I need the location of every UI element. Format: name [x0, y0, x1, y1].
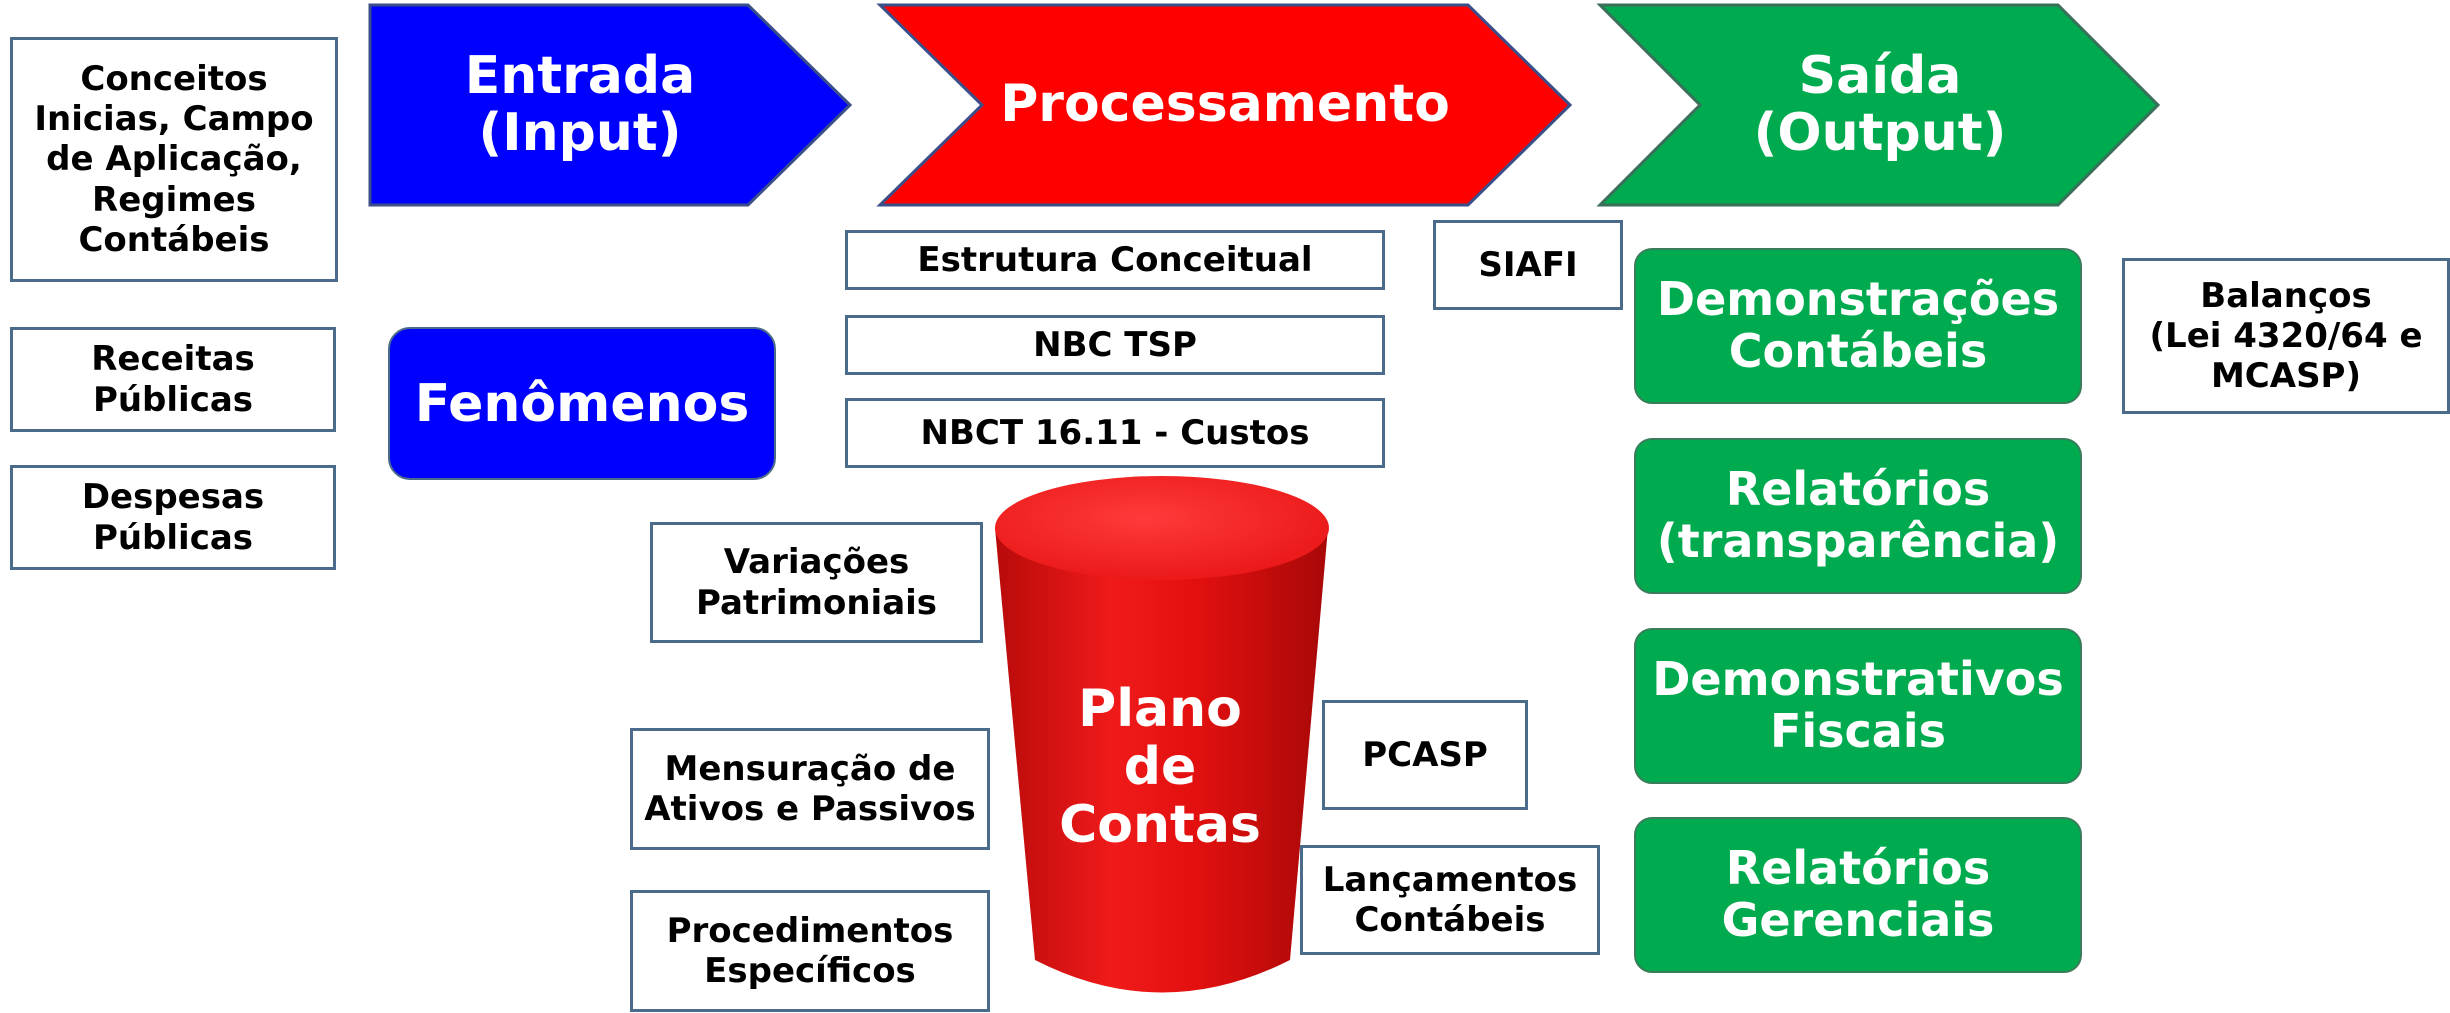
estrutura-conceitual-box: Estrutura Conceitual [845, 230, 1385, 290]
fenomenos-box: Fenômenos [388, 327, 776, 480]
processamento-label: Processamento [1000, 74, 1450, 135]
entrada-label: Entrada (Input) [464, 45, 696, 163]
demonstrativos-fiscais-box: Demonstrativos Fiscais [1634, 628, 2082, 784]
nbc-tsp-box: NBC TSP [845, 315, 1385, 375]
saida-label: Saída (Output) [1753, 45, 2007, 163]
relatorios-transparencia-box: Relatórios (transparência) [1634, 438, 2082, 594]
relatorios-gerenciais-box: Relatórios Gerenciais [1634, 817, 2082, 973]
despesas-box: Despesas Públicas [10, 465, 336, 570]
entrada-arrow [368, 3, 853, 207]
demonstracoes-contabeis-box: Demonstrações Contábeis [1634, 248, 2082, 404]
plano-de-contas-cylinder [995, 476, 1329, 993]
receitas-box: Receitas Públicas [10, 327, 336, 432]
plano-de-contas-label: Plano de Contas [1059, 679, 1261, 856]
nbct-custos-box: NBCT 16.11 - Custos [845, 398, 1385, 468]
procedimentos-box: Procedimentos Específicos [630, 890, 990, 1012]
siafi-box: SIAFI [1433, 220, 1623, 310]
lancamentos-box: Lançamentos Contábeis [1300, 845, 1600, 955]
variacoes-patrimoniais-box: Variações Patrimoniais [650, 522, 983, 643]
pcasp-box: PCASP [1322, 700, 1528, 810]
conceitos-box: Conceitos Inicias, Campo de Aplicação, R… [10, 37, 338, 282]
mensuracao-box: Mensuração de Ativos e Passivos [630, 728, 990, 850]
processamento-arrow [876, 3, 1573, 207]
saida-arrow [1596, 3, 2161, 207]
balancos-box: Balanços (Lei 4320/64 e MCASP) [2122, 258, 2450, 414]
